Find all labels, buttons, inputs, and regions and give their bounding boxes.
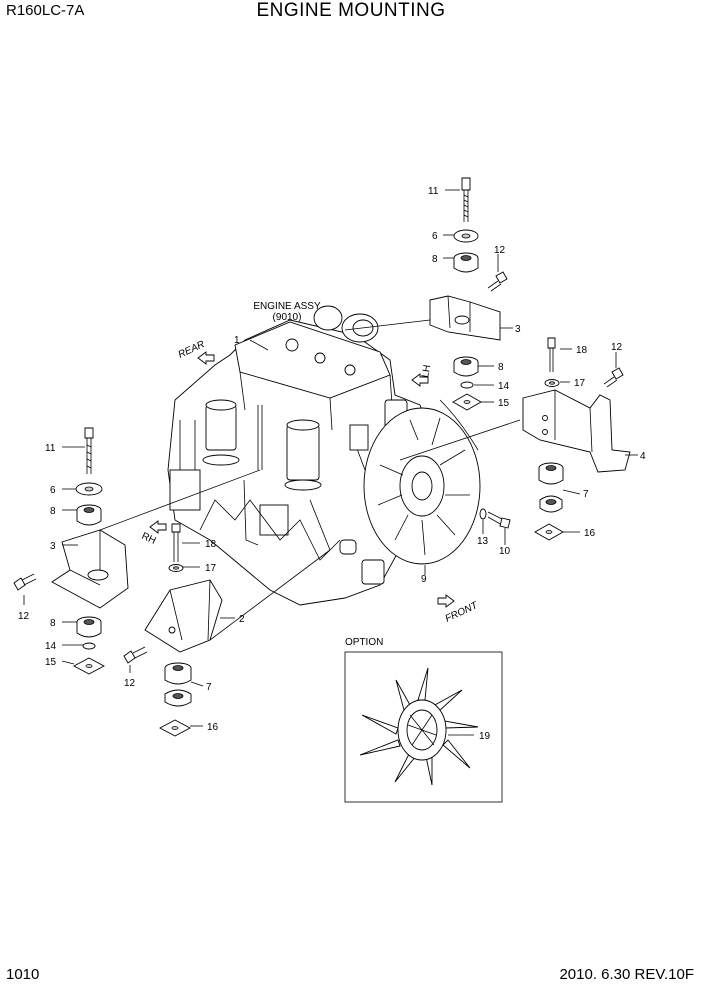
- callout-6-right: 6: [432, 231, 438, 242]
- engine-assembly-drawing: [167, 305, 481, 606]
- option-label: OPTION: [345, 637, 383, 648]
- callout-15-right: 15: [498, 398, 510, 409]
- rh-direction-label: RH: [140, 531, 158, 547]
- callout-12-left: 12: [18, 611, 30, 622]
- callout-numbers: 1 2 3 3 4 6 6 7 7 8 8 8 8 9 10 11 11 12 …: [18, 186, 646, 733]
- front-arrow-icon: [437, 594, 455, 608]
- left-front-mount-parts: [123, 523, 223, 737]
- callout-16-left: 16: [207, 722, 219, 733]
- callout-18-right: 18: [576, 345, 588, 356]
- direction-lh: LH: [411, 364, 433, 387]
- callout-8-top: 8: [432, 254, 438, 265]
- fan-bolt-parts: [479, 508, 511, 529]
- option-frame: [344, 651, 503, 803]
- callout-8-right: 8: [498, 362, 504, 373]
- leader-lines: [23, 189, 638, 727]
- callout-12-top: 12: [494, 245, 506, 256]
- callout-18-left: 18: [205, 539, 217, 550]
- callout-11-left: 11: [45, 443, 56, 454]
- callout-10: 10: [499, 546, 511, 557]
- callout-3-left: 3: [50, 541, 56, 552]
- callout-12-right: 12: [611, 342, 623, 353]
- callout-3-right: 3: [515, 324, 521, 335]
- callout-6-left: 6: [50, 485, 56, 496]
- callout-14-right: 14: [498, 381, 510, 392]
- callout-17-right: 17: [574, 378, 586, 389]
- callout-4: 4: [640, 451, 646, 462]
- engine-assy-ref: (9010): [273, 312, 302, 323]
- option-panel: OPTION 19: [344, 637, 503, 803]
- callout-1: 1: [234, 335, 240, 346]
- callout-14-left: 14: [45, 641, 57, 652]
- callout-16-right: 16: [584, 528, 596, 539]
- callout-11-right: 11: [428, 186, 439, 197]
- model-label: R160LC-7A: [6, 2, 85, 19]
- callout-15-left: 15: [45, 657, 57, 668]
- page-number: 1010: [6, 966, 40, 983]
- callout-7-left: 7: [206, 682, 212, 693]
- callout-9: 9: [421, 574, 427, 585]
- right-side-mount-parts: [522, 337, 631, 541]
- callout-7-right: 7: [583, 489, 589, 500]
- callout-12-bottom: 12: [124, 678, 136, 689]
- callout-8-bottom: 8: [50, 618, 56, 629]
- right-top-mount-parts: [429, 177, 508, 411]
- revision-date: 2010. 6.30 REV.10F: [559, 966, 694, 983]
- page-title: ENGINE MOUNTING: [256, 0, 446, 21]
- option-fan-drawing: [359, 667, 479, 786]
- direction-front: FRONT: [437, 594, 480, 625]
- engine-assy-label: ENGINE ASSY: [253, 301, 321, 312]
- lh-direction-label: LH: [420, 364, 433, 379]
- rear-arrow-icon: [197, 351, 215, 365]
- direction-rear: REAR: [177, 339, 215, 365]
- callout-17-left: 17: [205, 563, 217, 574]
- left-mount-parts: [13, 427, 129, 675]
- direction-rh: RH: [140, 520, 167, 547]
- callout-2: 2: [239, 614, 245, 625]
- callout-13: 13: [477, 536, 489, 547]
- callout-19: 19: [479, 731, 491, 742]
- callout-8-left: 8: [50, 506, 56, 517]
- lh-arrow-icon: [411, 373, 429, 387]
- rh-arrow-icon: [149, 520, 167, 534]
